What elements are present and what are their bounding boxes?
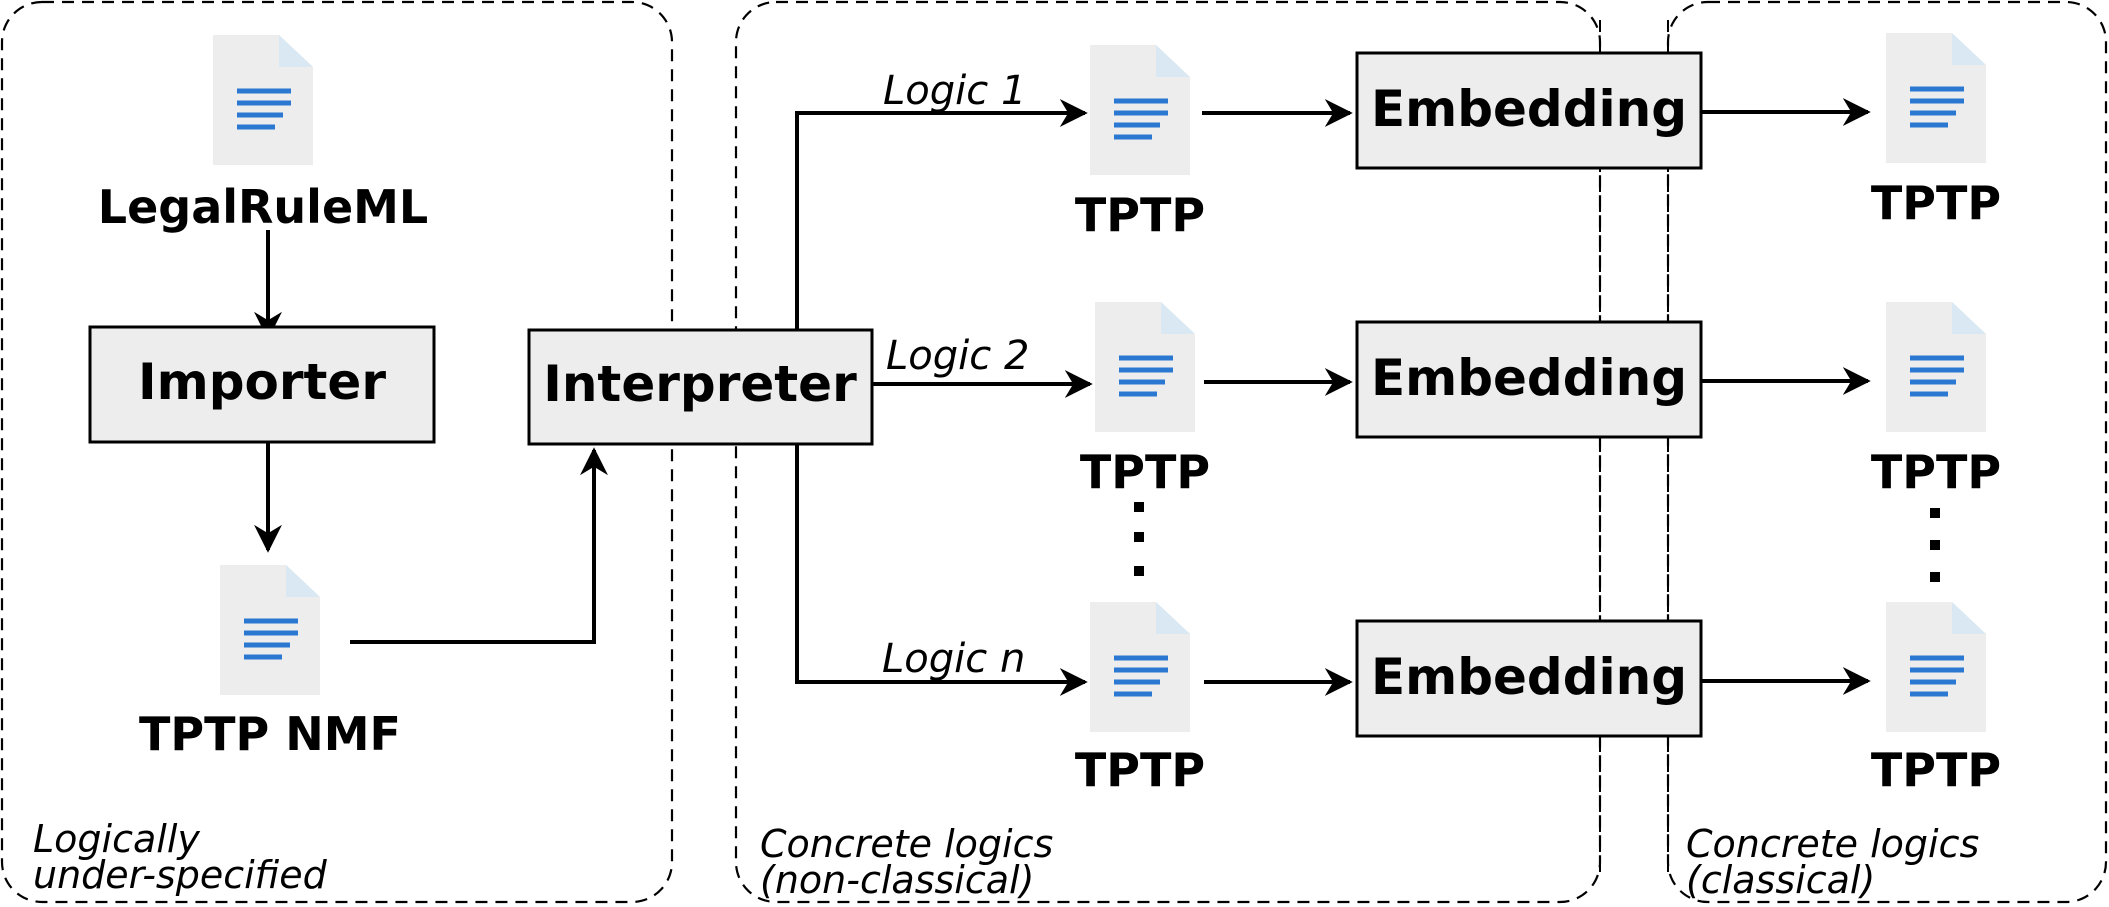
interpreter-box: [527, 328, 874, 446]
arrow-interpreter-to-logic-1: [795, 99, 1088, 330]
region-left-caption-line2: under-specified: [33, 853, 328, 897]
document-icon: [1090, 45, 1190, 175]
document-icon: [1090, 602, 1190, 732]
tptp-nmf-label: TPTP NMF: [139, 707, 401, 761]
document-icon: [1886, 302, 1986, 432]
logic-n-label: Logic n: [882, 636, 1025, 682]
embedding-label-3: Embedding: [1371, 648, 1687, 706]
document-icon: [1886, 602, 1986, 732]
importer-label: Importer: [138, 353, 386, 411]
logic-1-label: Logic 1: [883, 68, 1026, 114]
region-middle-caption-line2: (non-classical): [760, 858, 1034, 902]
embedding-box-1: [1355, 51, 1703, 170]
region-concrete-non-classical: [734, 0, 1602, 904]
embedding-label-2: Embedding: [1371, 349, 1687, 407]
ellipsis-dots-middle: [1134, 502, 1144, 576]
tptp-classical-label-row-2: TPTP: [1871, 445, 2001, 499]
embedding-box-3: [1355, 619, 1703, 738]
tptp-classical-label-row-3: TPTP: [1871, 743, 2001, 797]
tptp-classical-label-row-1: TPTP: [1871, 176, 2001, 230]
document-icon: [1095, 302, 1195, 432]
ellipsis-dots-right: [1930, 508, 1940, 582]
arrow-tptp-nmf-to-interpreter: [350, 447, 608, 644]
logic-2-label: Logic 2: [886, 333, 1029, 379]
legalruleml-label: LegalRuleML: [98, 180, 428, 234]
region-logically-underspecified: [0, 0, 674, 904]
tptp-label-row-2: TPTP: [1080, 445, 1210, 499]
tptp-label-row-3: TPTP: [1075, 743, 1205, 797]
embedding-box-2: [1355, 320, 1703, 439]
region-right-caption-line2: (classical): [1686, 858, 1875, 902]
tptp-label-row-1: TPTP: [1075, 188, 1205, 242]
interpreter-label: Interpreter: [543, 355, 857, 413]
region-middle-caption-line1: Concrete logics: [760, 822, 1053, 866]
document-icon: [220, 565, 320, 695]
document-icon: [213, 35, 313, 165]
document-icon: [1886, 33, 1986, 163]
arrow-interpreter-to-logic-n: [795, 444, 1088, 696]
importer-box: [88, 325, 436, 444]
region-concrete-classical: [1666, 0, 2108, 904]
region-left-caption-line1: Logically: [33, 817, 200, 861]
embedding-label-1: Embedding: [1371, 80, 1687, 138]
region-right-caption-line1: Concrete logics: [1686, 822, 1979, 866]
